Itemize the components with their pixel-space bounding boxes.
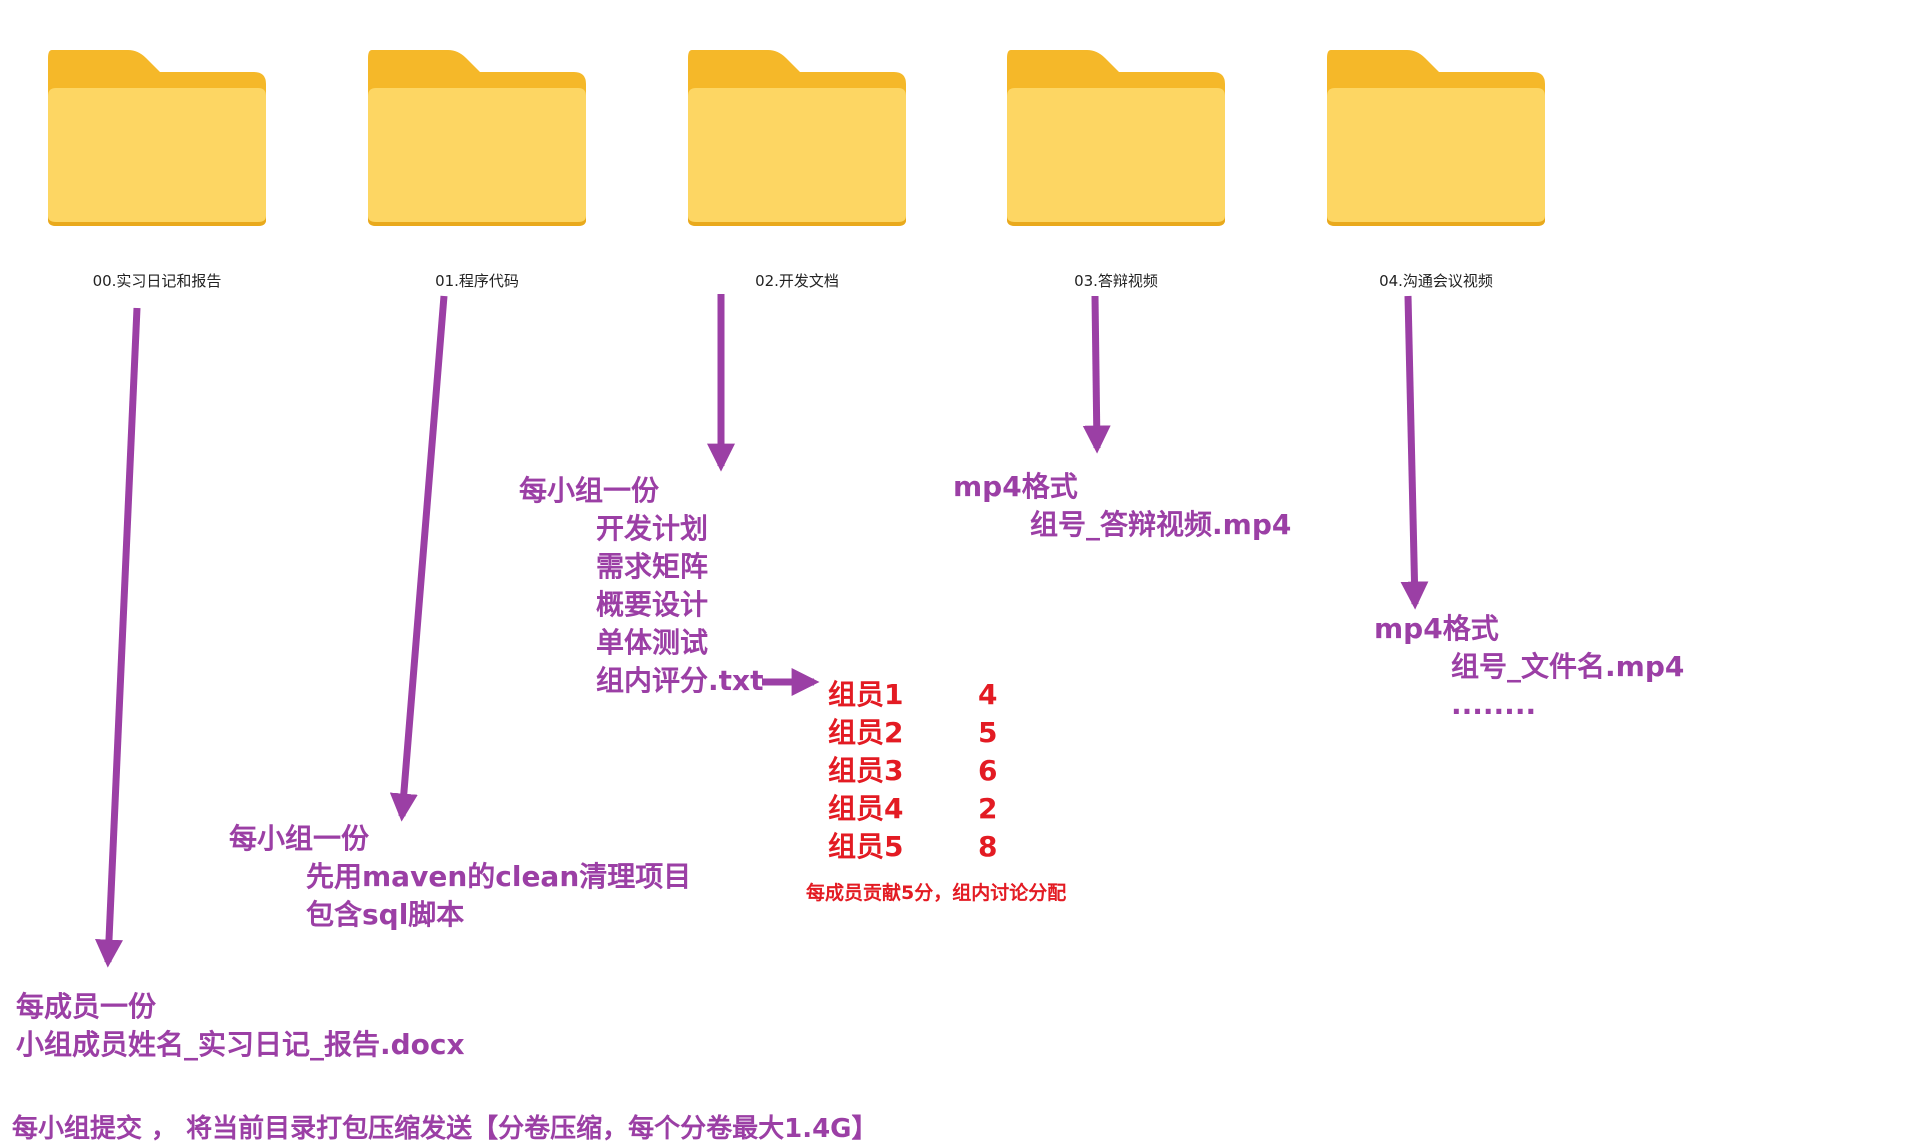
note-report: 每成员一份 小组成员姓名_实习日记_报告.docx [16,988,465,1064]
note-docs-item: 组内评分.txt [596,664,764,697]
note-report-title: 每成员一份 [16,990,157,1023]
folder-icon-00[interactable] [42,44,272,228]
folder-icon [1007,50,1225,226]
note-docs-item: 需求矩阵 [596,550,709,583]
score-value: 8 [978,830,998,863]
note-video: mp4格式 组号_答辩视频.mp4 [953,468,1291,544]
arrow-video [1082,295,1111,454]
score-value: 5 [978,716,998,749]
note-code-item: 先用maven的clean清理项目 [306,860,692,893]
score-note: 每成员贡献5分，组内讨论分配 [806,882,1067,904]
folder-icon-01[interactable] [362,44,592,228]
arrow-code [389,295,448,822]
score-row: 组员1 4 [828,676,997,714]
score-row: 组员2 5 [828,714,997,752]
score-table: 组员1 4 组员2 5 组员3 6 组员4 2 组员5 8 [828,676,997,866]
folder-icon-04[interactable] [1321,44,1551,228]
folder-label-04[interactable]: 04.沟通会议视频 [1379,272,1493,290]
folder-label-00[interactable]: 00.实习日记和报告 [92,272,222,290]
note-docs-item: 单体测试 [596,626,709,659]
folder-icon [368,50,586,226]
arrow-meeting [1400,295,1429,610]
note-docs-item: 开发计划 [596,512,709,545]
score-row: 组员4 2 [828,790,997,828]
note-video-title: mp4格式 [953,470,1078,503]
folder-label-03[interactable]: 03.答辩视频 [1074,272,1158,290]
note-report-item: 小组成员姓名_实习日记_报告.docx [16,1028,465,1061]
score-value: 6 [978,754,998,787]
note-submit: 每小组提交 ， 将当前目录打包压缩发送【分卷压缩，每个分卷最大1.4G】 [12,1114,878,1144]
note-code-title: 每小组一份 [229,822,370,855]
score-member: 组员5 [828,830,904,863]
note-meeting-title: mp4格式 [1374,612,1499,645]
score-row: 组员3 6 [828,752,997,790]
note-docs-item: 概要设计 [596,588,709,621]
folder-icon [1327,50,1545,226]
note-meeting-item: 组号_文件名.mp4 [1451,650,1685,683]
note-code: 每小组一份 先用maven的clean清理项目 包含sql脚本 [229,820,691,934]
score-value: 2 [978,792,998,825]
folder-icon-02[interactable] [682,44,912,228]
note-docs: 每小组一份 开发计划 需求矩阵 概要设计 单体测试 组内评分.txt [519,472,763,700]
folder-icon-03[interactable] [1001,44,1231,228]
score-value: 4 [978,678,998,711]
score-member: 组员2 [828,716,904,749]
note-video-item: 组号_答辩视频.mp4 [1030,508,1292,541]
score-member: 组员1 [828,678,904,711]
folder-icon [48,50,266,226]
arrow-report [95,307,141,968]
score-member: 组员4 [828,792,904,825]
folder-icon [688,50,906,226]
note-meeting: mp4格式 组号_文件名.mp4 ........ [1374,610,1684,724]
folder-label-01[interactable]: 01.程序代码 [435,272,519,290]
note-meeting-more: ........ [1451,688,1537,721]
note-code-item: 包含sql脚本 [306,898,465,931]
folder-label-02[interactable]: 02.开发文档 [755,272,839,290]
score-member: 组员3 [828,754,904,787]
score-row: 组员5 8 [828,828,997,866]
note-docs-title: 每小组一份 [519,474,660,507]
